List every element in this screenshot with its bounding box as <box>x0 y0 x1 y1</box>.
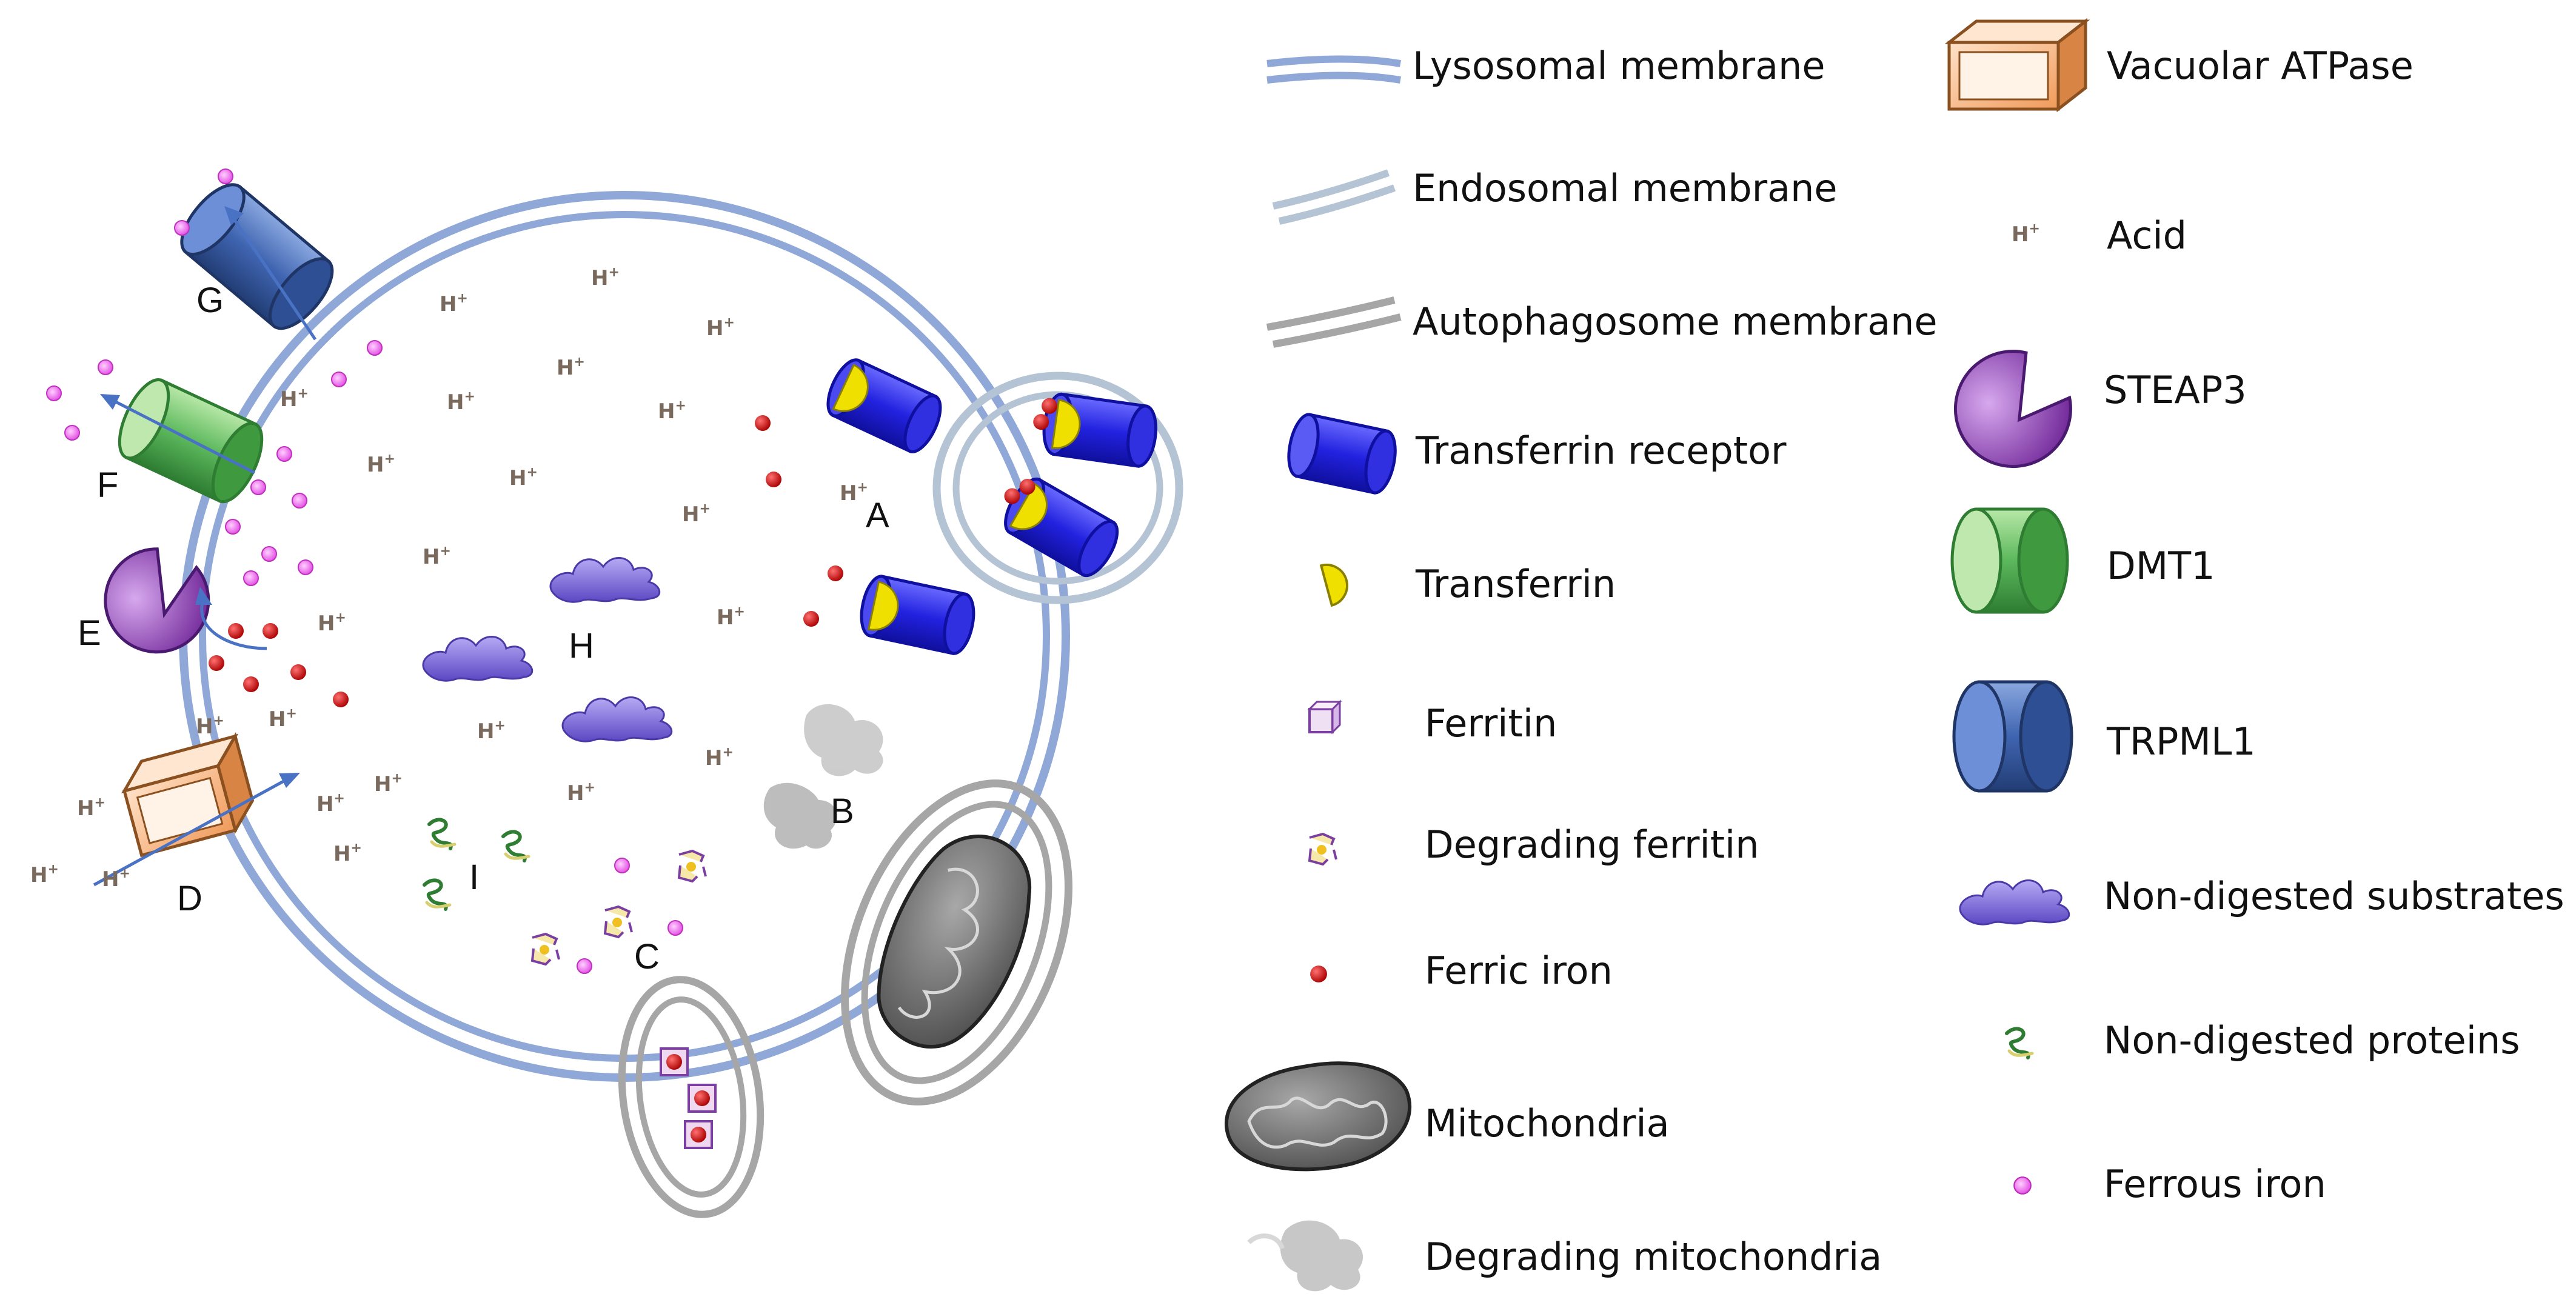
transferrin-receptor-upper <box>826 358 942 453</box>
non-digested-substrates <box>422 556 673 742</box>
degrading-mitochondria <box>763 704 883 849</box>
label-e: E <box>78 613 101 653</box>
legend-label-ferric-iron: Ferric iron <box>1425 949 1613 993</box>
svg-text:H+: H+ <box>102 866 130 892</box>
svg-text:H+: H+ <box>706 315 735 341</box>
transferrin-receptor-endosome-2 <box>1004 477 1119 578</box>
legend-label-autophagosome-membrane: Autophagosome membrane <box>1413 299 1938 344</box>
degrading-ferritin-icon <box>1308 833 1337 865</box>
non-digested-substrates-icon <box>1959 879 2070 925</box>
legend-label-ferrous-iron: Ferrous iron <box>2104 1162 2326 1206</box>
svg-text:H+: H+ <box>423 544 451 569</box>
svg-text:H+: H+ <box>196 713 224 739</box>
legend-label-transferrin: Transferrin <box>1415 562 1616 606</box>
svg-text:H+: H+ <box>705 745 734 770</box>
transferrin-receptor-icon <box>1287 413 1397 495</box>
label-i: I <box>469 858 479 897</box>
svg-text:H+: H+ <box>318 610 346 636</box>
legend-label-steap3: STEAP3 <box>2104 368 2247 412</box>
svg-text:H+: H+ <box>374 771 403 796</box>
svg-text:H+: H+ <box>509 465 538 490</box>
transferrin-receptor-endosome-1 <box>1033 392 1158 468</box>
degrading-mitochondria-icon <box>1247 1220 1363 1292</box>
vacuolar-atpase-pump <box>121 732 255 858</box>
region-labels: A B C D E F G H I <box>78 281 889 976</box>
legend-label-ferritin: Ferritin <box>1425 701 1557 745</box>
ferritin-icon <box>1307 699 1342 735</box>
endosomal-membrane-icon <box>1272 169 1396 225</box>
trpml1-arrow <box>232 217 317 341</box>
steap3-enzyme <box>104 547 267 654</box>
svg-text:H+: H+ <box>440 291 468 316</box>
transferrin-icon <box>1319 564 1348 607</box>
legend-label-trpml1: TRPML1 <box>2106 719 2256 764</box>
steap3-icon <box>1953 350 2072 469</box>
svg-text:H+: H+ <box>447 389 475 415</box>
legend-label-transferrin-receptor: Transferrin receptor <box>1415 429 1787 473</box>
autophagosome-mitochondrion <box>841 779 1072 1106</box>
steap3-arrow <box>200 599 267 650</box>
acid-icon: H+ <box>2012 221 2040 247</box>
label-g: G <box>196 281 224 320</box>
label-h: H <box>569 626 594 665</box>
svg-text:H+: H+ <box>658 398 686 424</box>
svg-text:H+: H+ <box>77 795 105 821</box>
dmt1-arrow <box>111 398 256 475</box>
svg-text:H+: H+ <box>333 841 362 866</box>
svg-text:H+: H+ <box>682 501 711 527</box>
label-a: A <box>866 496 889 535</box>
label-b: B <box>831 792 854 831</box>
transferrin-receptor-lower <box>860 575 975 655</box>
label-d: D <box>177 879 202 918</box>
svg-text:H+: H+ <box>557 355 585 380</box>
autophagosome-ferritin <box>618 976 764 1218</box>
ferric-iron-icon <box>1310 965 1327 982</box>
label-c: C <box>634 937 660 976</box>
svg-text:H+: H+ <box>269 706 297 732</box>
svg-text:H+: H+ <box>840 480 868 505</box>
legend-label-vacuolar-atpase: Vacuolar ATPase <box>2107 44 2414 88</box>
legend-label-non-digested-proteins: Non-digested proteins <box>2104 1018 2520 1062</box>
svg-text:H+: H+ <box>477 718 506 744</box>
vacuolar-atpase-icon <box>1944 18 2090 113</box>
legend-label-non-digested-substrates: Non-digested substrates <box>2104 874 2564 918</box>
legend-label-endosomal-membrane: Endosomal membrane <box>1413 166 1838 210</box>
legend-label-lysosomal-membrane: Lysosomal membrane <box>1413 44 1825 88</box>
legend: Lysosomal membrane Endosomal membrane Au… <box>1225 18 2564 1292</box>
ferritin-icon <box>660 1047 717 1149</box>
svg-text:H+: H+ <box>316 791 345 816</box>
svg-text:H+: H+ <box>591 265 620 290</box>
mitochondria-icon <box>877 835 1032 1049</box>
legend-label-degrading-ferritin: Degrading ferritin <box>1425 822 1759 867</box>
legend-label-mitochondria: Mitochondria <box>1425 1101 1670 1146</box>
svg-text:H+: H+ <box>30 862 59 887</box>
trpml1-icon <box>1952 680 2073 793</box>
lysosomal-membrane-icon <box>1266 55 1401 84</box>
label-f: F <box>97 465 118 505</box>
legend-label-degrading-mitochondria: Degrading mitochondria <box>1425 1235 1882 1279</box>
trpml1-channel <box>180 183 334 330</box>
svg-text:H+: H+ <box>280 386 309 412</box>
legend-label-acid: Acid <box>2107 213 2187 258</box>
svg-text:H+: H+ <box>567 780 595 805</box>
non-digested-proteins-icon <box>2007 1029 2032 1058</box>
legend-label-dmt1: DMT1 <box>2107 544 2215 588</box>
svg-text:H+: H+ <box>367 452 395 477</box>
autophagosome-membrane-icon <box>1266 296 1402 348</box>
mitochondria-icon <box>1225 1061 1411 1172</box>
ferrous-iron-icon <box>2013 1176 2032 1195</box>
svg-text:H+: H+ <box>717 604 745 630</box>
vacuolar-atpase-arrow <box>93 777 289 887</box>
dmt1-icon <box>1950 507 2069 614</box>
